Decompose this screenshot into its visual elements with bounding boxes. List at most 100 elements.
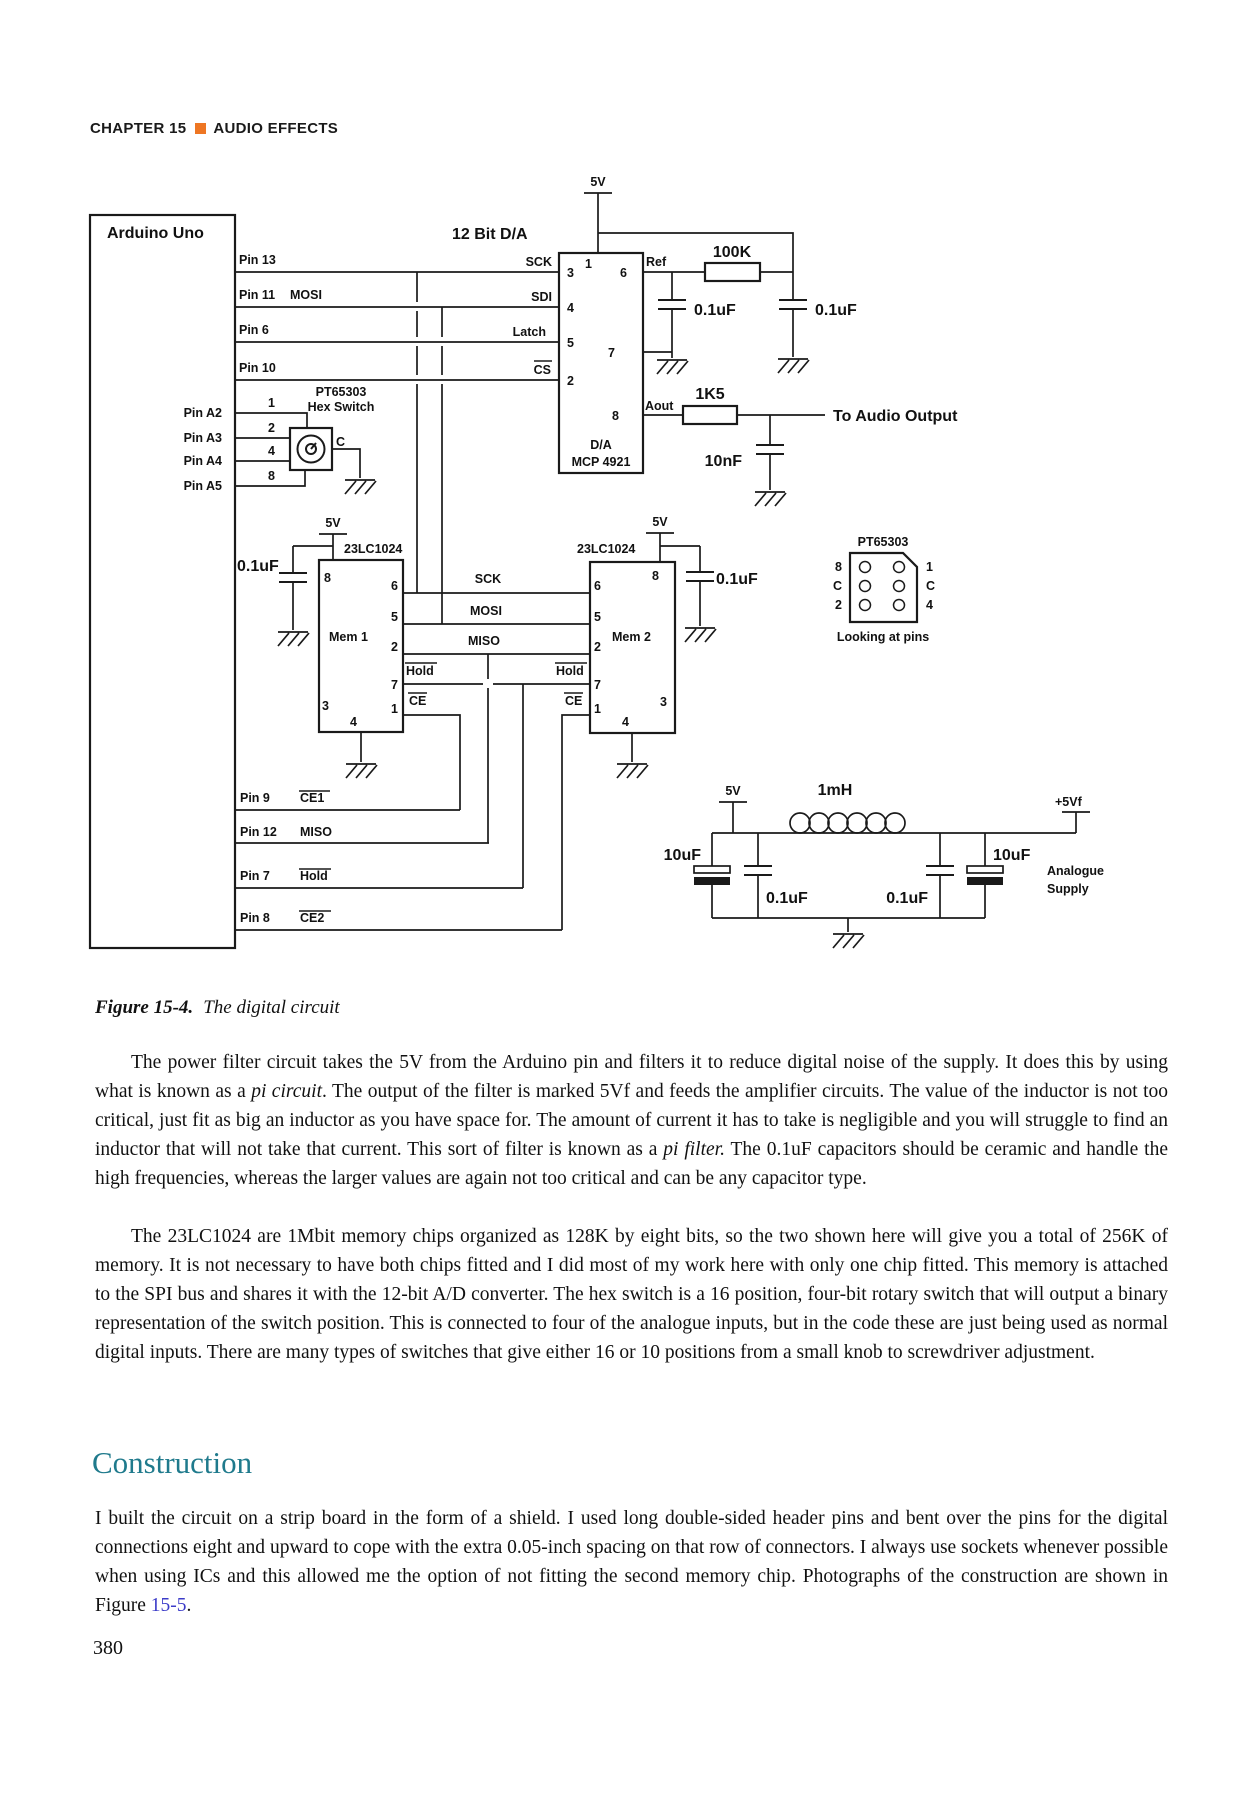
- hex-switch: [288, 426, 334, 472]
- mem2-pin6: 6: [594, 579, 601, 593]
- pin11-label: Pin 11: [239, 288, 275, 302]
- chapter-title: AUDIO EFFECTS: [213, 120, 339, 137]
- mem1-chip-box: [317, 558, 405, 734]
- mem2-chip-box: [588, 560, 677, 735]
- pinA4-label: Pin A4: [184, 454, 222, 468]
- filter-5v-label: 5V: [725, 784, 741, 798]
- circuit-diagram: Arduino Uno 12 Bit D/A Pin 13 Pin 11 MOS…: [88, 175, 1104, 950]
- pinA3-label: Pin A3: [184, 431, 222, 445]
- resistor-1k5: [681, 404, 739, 426]
- mem2-pin8: 8: [652, 569, 659, 583]
- connector-pinout: [848, 551, 919, 624]
- mem1-cap-label: 0.1uF: [237, 558, 279, 575]
- dac-pin3: 3: [567, 266, 574, 280]
- pin13-label: Pin 13: [239, 253, 276, 267]
- filter-01uf-left-label: 0.1uF: [766, 890, 808, 907]
- ref-label: Ref: [646, 255, 667, 269]
- hex-common-label: C: [336, 435, 345, 449]
- mem1-pin5: 5: [391, 610, 398, 624]
- chapter-label: CHAPTER 15: [90, 120, 187, 137]
- connector-left-c: C: [833, 579, 842, 593]
- paragraph-memory-chips: The 23LC1024 are 1Mbit memory chips orga…: [95, 1226, 1168, 1363]
- mem1-pin4: 4: [350, 715, 357, 729]
- pin12-miso-label: MISO: [300, 825, 332, 839]
- dac-pin7: 7: [608, 346, 615, 360]
- mem2-pin1: 1: [594, 702, 601, 716]
- ce2-label: CE2: [300, 911, 324, 925]
- mem1-pin2: 2: [391, 640, 398, 654]
- to-audio-output-label: To Audio Output: [833, 408, 958, 425]
- looking-at-pins-label: Looking at pins: [837, 630, 929, 644]
- cross-reference-link[interactable]: 15-5: [150, 1595, 187, 1616]
- pin12-label: Pin 12: [240, 825, 277, 839]
- construction-heading: Construction: [92, 1445, 253, 1480]
- figure-caption: Figure 15-4.The digital circuit: [95, 997, 1170, 1019]
- pinA5-label: Pin A5: [184, 479, 222, 493]
- dac-cap2-label: 0.1uF: [815, 302, 857, 319]
- mem1-5v-label: 5V: [325, 516, 341, 530]
- running-header: CHAPTER 15 AUDIO EFFECTS: [90, 120, 338, 137]
- mem2-name: Mem 2: [612, 630, 651, 644]
- bus-sck-label: SCK: [475, 572, 501, 586]
- dac-pin8: 8: [612, 409, 619, 423]
- mem1-ce-label: CE: [409, 694, 426, 708]
- mem1-part-label: 23LC1024: [344, 542, 402, 556]
- analogue-label: Analogue: [1047, 864, 1104, 878]
- filter-10uf-left-label: 10uF: [664, 847, 702, 864]
- mosi-label: MOSI: [290, 288, 322, 302]
- mem2-pin7: 7: [594, 678, 601, 692]
- dac-pin4: 4: [567, 301, 574, 315]
- dac-cap1-label: 0.1uF: [694, 302, 736, 319]
- dac-title: 12 Bit D/A: [452, 226, 528, 243]
- supply-label: Supply: [1047, 882, 1089, 896]
- inductor-1mh: [789, 812, 906, 834]
- connector-right-1: 1: [926, 560, 933, 574]
- active-low-overbars: [299, 360, 587, 912]
- dac-latch-label: Latch: [513, 325, 546, 339]
- mem2-ce-label: CE: [565, 694, 582, 708]
- hex-part-label: PT65303: [316, 385, 367, 399]
- mem1-hold-label: Hold: [406, 664, 434, 678]
- pin6-label: Pin 6: [239, 323, 269, 337]
- mem2-pin3: 3: [660, 695, 667, 709]
- pin8-label: Pin 8: [240, 911, 270, 925]
- mem1-pin3: 3: [322, 699, 329, 713]
- paragraph-construction: I built the circuit on a strip board in …: [95, 1508, 1168, 1616]
- pin10-label: Pin 10: [239, 361, 276, 375]
- page-number: 380: [93, 1637, 123, 1659]
- dac-pin6: 6: [620, 266, 627, 280]
- connector-left-2: 2: [835, 598, 842, 612]
- connector-right-c: C: [926, 579, 935, 593]
- hex-switch-label: Hex Switch: [308, 400, 375, 414]
- hex-weight-1: 1: [268, 396, 275, 410]
- dac-cs-label: CS: [534, 363, 551, 377]
- dac-pin5: 5: [567, 336, 574, 350]
- hex-weight-8: 8: [268, 469, 275, 483]
- mem1-pin1: 1: [391, 702, 398, 716]
- cap-10nf-label: 10nF: [705, 453, 743, 470]
- arduino-box: [88, 213, 237, 950]
- dac-sck-label: SCK: [526, 255, 552, 269]
- paragraph-power-filter: The power filter circuit takes the 5V fr…: [95, 1052, 1168, 1189]
- ce1-label: CE1: [300, 791, 324, 805]
- filter-01uf-right-label: 0.1uF: [886, 890, 928, 907]
- pinA2-label: Pin A2: [184, 406, 222, 420]
- mem2-cap-label: 0.1uF: [716, 571, 758, 588]
- connector-right-4: 4: [926, 598, 933, 612]
- resistor-100k-label: 100K: [713, 244, 752, 261]
- pin7-label: Pin 7: [240, 869, 270, 883]
- dac-chip-box: [557, 251, 645, 475]
- dac-sdi-label: SDI: [531, 290, 552, 304]
- bus-miso-label: MISO: [468, 634, 500, 648]
- hex-weight-2: 2: [268, 421, 275, 435]
- aout-label: Aout: [645, 399, 674, 413]
- mem1-name: Mem 1: [329, 630, 368, 644]
- mem2-5v-label: 5V: [652, 515, 668, 529]
- mem2-pin4: 4: [622, 715, 629, 729]
- arduino-title: Arduino Uno: [107, 225, 204, 242]
- bus-mosi-label: MOSI: [470, 604, 502, 618]
- hex-weight-4: 4: [268, 444, 275, 458]
- wires-group: [235, 193, 1077, 932]
- mem1-pin8: 8: [324, 571, 331, 585]
